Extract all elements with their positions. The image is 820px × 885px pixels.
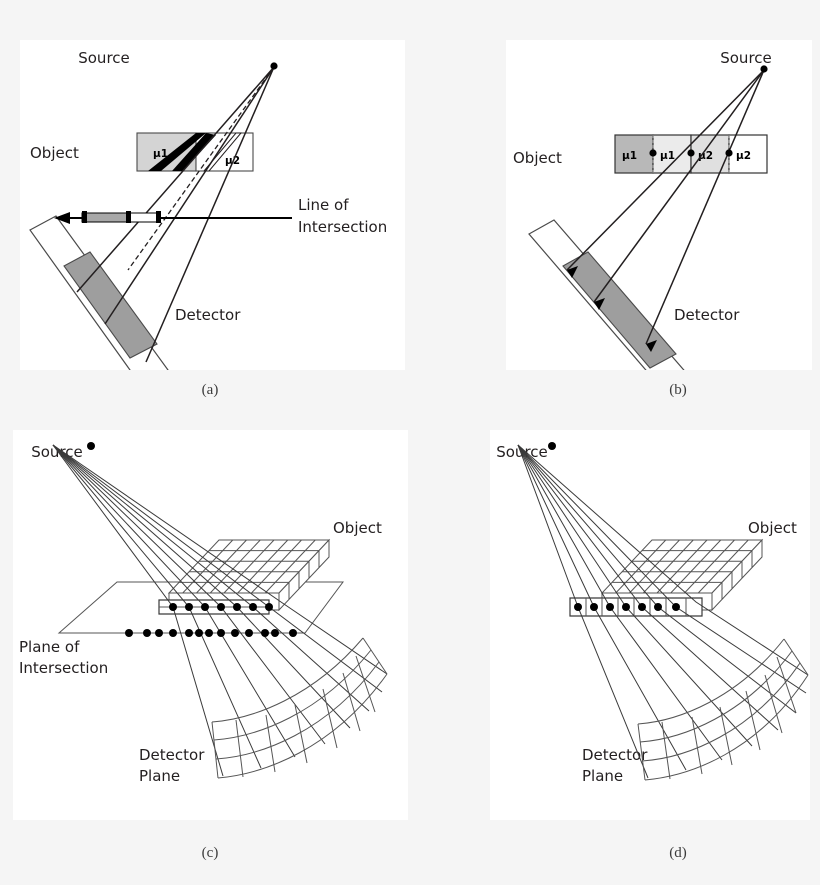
panel-c: Source Object Plane of Intersection Dete… <box>13 430 408 820</box>
line-of-intersection-a <box>54 211 292 224</box>
label-object-b: Object <box>513 149 562 167</box>
detector-b <box>528 219 685 370</box>
label-mu1-a: μ1 <box>153 148 168 160</box>
label-source-c: Source <box>31 443 83 461</box>
label-detector-plane-d-2: Plane <box>582 767 623 785</box>
label-object-a: Object <box>30 144 79 162</box>
label-line-of-intersection-a-1: Line of <box>298 196 349 214</box>
label-object-d: Object <box>748 519 797 537</box>
sample-points-b <box>649 149 733 157</box>
caption-a: (a) <box>201 382 219 398</box>
ray-band-mu2-a <box>202 132 243 172</box>
label-cell-b-3: μ2 <box>736 150 751 162</box>
detector-plane-c <box>211 637 388 779</box>
intersection-dots-object-d <box>574 603 680 611</box>
panel-b: Source Object Detector μ1 μ1 μ2 μ2 <box>506 40 812 370</box>
panel-d-graphic: Source Object Detector Plane <box>496 442 809 785</box>
label-plane-of-intersection-c-2: Intersection <box>19 659 108 677</box>
source-point-a <box>270 62 278 70</box>
caption-b: (b) <box>669 382 687 398</box>
label-plane-of-intersection-c-1: Plane of <box>19 638 80 656</box>
label-cell-b-0: μ1 <box>622 150 637 162</box>
label-object-c: Object <box>333 519 382 537</box>
ray-band-mu1-a <box>148 133 216 171</box>
intersection-dots-plane-c <box>125 629 297 637</box>
source-point-b <box>760 65 768 73</box>
ray-bundle-b <box>566 69 765 345</box>
detector-a <box>29 215 169 370</box>
label-source-a: Source <box>78 49 130 67</box>
panel-b-graphic: Source Object Detector μ1 μ1 μ2 μ2 <box>513 49 772 370</box>
object-slab-d <box>600 538 764 612</box>
ray-arrowheads-b <box>567 266 657 352</box>
label-detector-b: Detector <box>674 306 740 324</box>
label-detector-plane-c-1: Detector <box>139 746 205 764</box>
panel-a: Source Object Detector Line of Intersect… <box>20 40 405 370</box>
label-detector-plane-d-1: Detector <box>582 746 648 764</box>
panel-d: Source Object Detector Plane <box>490 430 810 820</box>
source-point-d <box>548 442 556 450</box>
panel-a-graphic: Source Object Detector Line of Intersect… <box>29 49 387 370</box>
source-point-c <box>87 442 95 450</box>
label-source-b: Source <box>720 49 772 67</box>
label-cell-b-1: μ1 <box>660 150 675 162</box>
label-line-of-intersection-a-2: Intersection <box>298 218 387 236</box>
intersection-dots-object-c <box>169 603 273 611</box>
detector-plane-d <box>637 638 809 781</box>
label-detector-plane-c-2: Plane <box>139 767 180 785</box>
panel-c-graphic: Source Object Plane of Intersection Dete… <box>19 442 388 785</box>
label-detector-a: Detector <box>175 306 241 324</box>
label-cell-b-2: μ2 <box>698 150 713 162</box>
caption-d: (d) <box>669 845 687 861</box>
ray-bundle-a <box>76 66 275 363</box>
caption-c: (c) <box>201 845 219 861</box>
intersection-slab-d <box>569 597 703 617</box>
